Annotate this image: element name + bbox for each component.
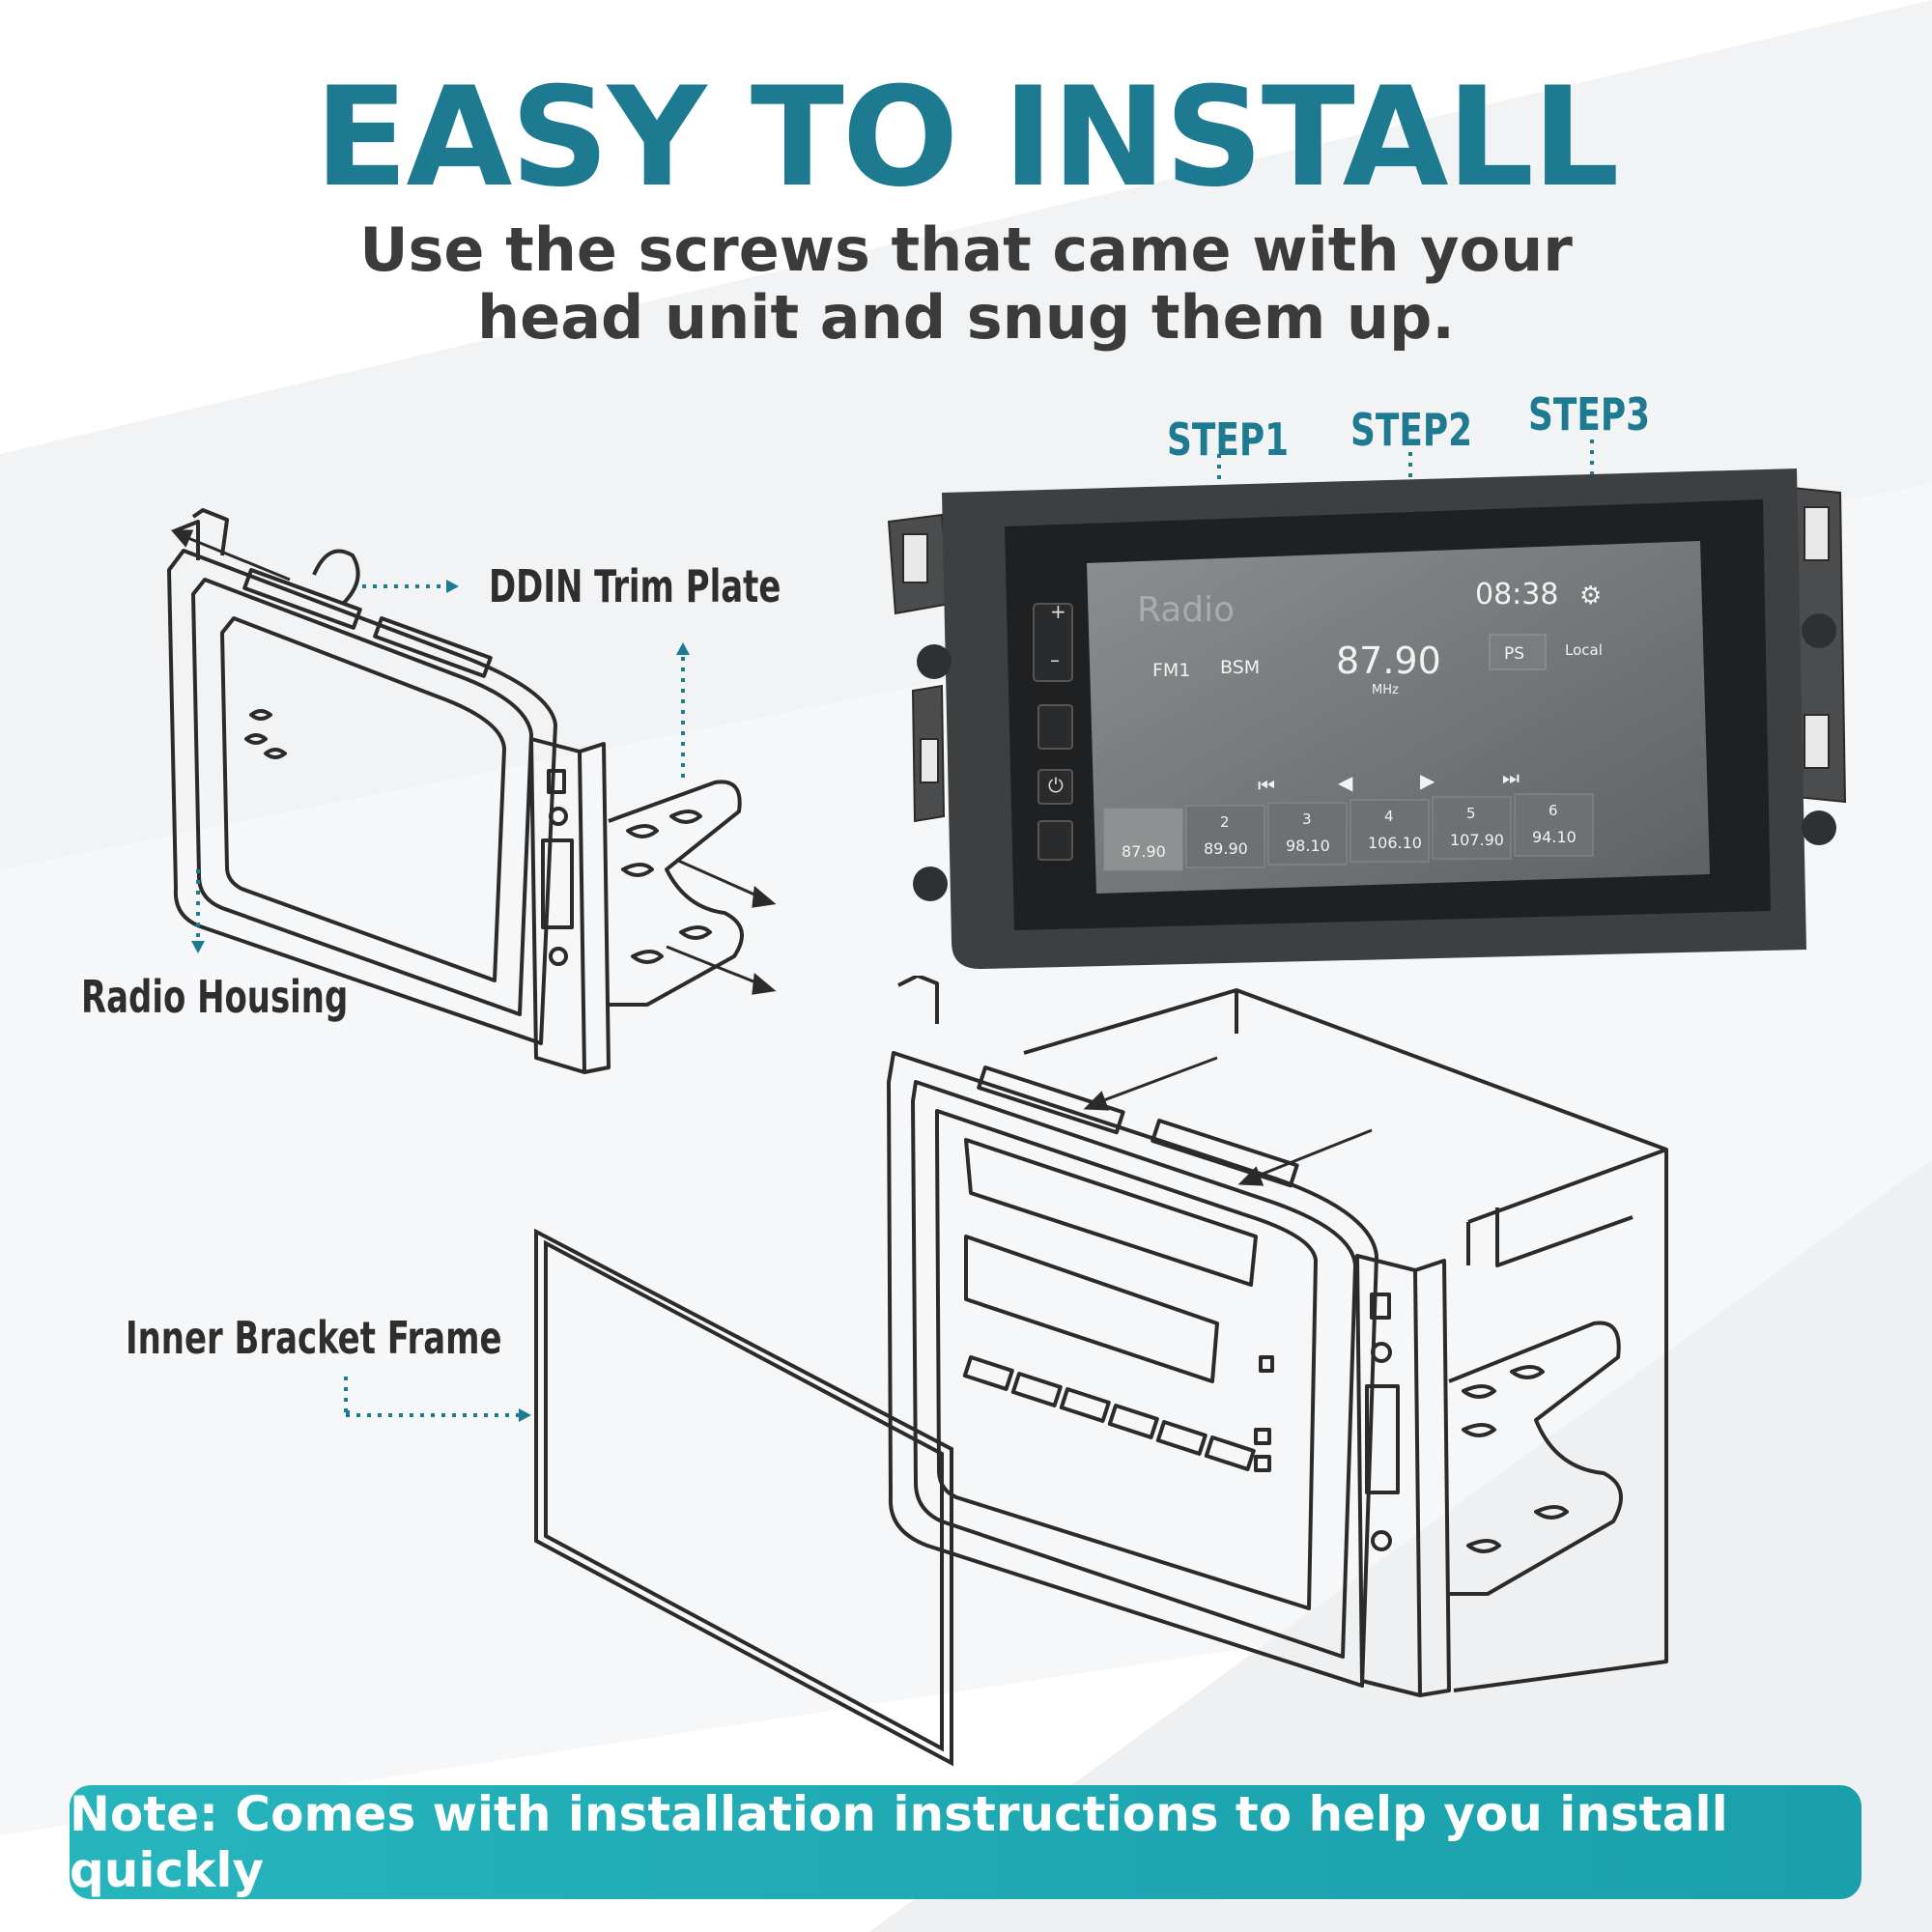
play-icon[interactable]: ▶ bbox=[1420, 769, 1435, 792]
preset-tile[interactable] bbox=[1432, 796, 1512, 860]
subtitle-line-2: head unit and snug them up. bbox=[477, 282, 1455, 353]
head-unit-photo: + – ⏻ Radio 08:38 ⚙ FM1 BSM 87.90 MHz PS… bbox=[887, 469, 1847, 969]
ps-button[interactable]: PS bbox=[1504, 644, 1524, 664]
band-label[interactable]: FM1 bbox=[1152, 660, 1190, 681]
preset-tile[interactable] bbox=[1267, 802, 1348, 866]
preset-tile[interactable] bbox=[1514, 793, 1594, 857]
svg-text:–: – bbox=[1050, 648, 1060, 671]
step-2-label: STEP2 bbox=[1350, 404, 1473, 456]
preset-frequency: 87.90 bbox=[1122, 842, 1166, 861]
subtitle-line-1: Use the screws that came with your bbox=[359, 214, 1573, 285]
local-button[interactable]: Local bbox=[1565, 641, 1603, 659]
preset-number: 6 bbox=[1548, 802, 1558, 819]
frequency-unit: MHz bbox=[1372, 683, 1399, 697]
assembly-drawing bbox=[887, 976, 1668, 1697]
label-ddin-trim-plate: DDIN Trim Plate bbox=[489, 560, 781, 612]
preset-frequency: 106.10 bbox=[1368, 834, 1422, 852]
svg-text:+: + bbox=[1050, 600, 1066, 623]
note-text: Note: Comes with installation instructio… bbox=[70, 1786, 1728, 1898]
bsm-label[interactable]: BSM bbox=[1220, 657, 1260, 678]
svg-text:⏻: ⏻ bbox=[1048, 774, 1064, 797]
frequency-display: 87.90 bbox=[1336, 639, 1441, 682]
preset-frequency: 89.90 bbox=[1204, 839, 1248, 858]
preset-number: 3 bbox=[1302, 810, 1312, 828]
preset-tile[interactable] bbox=[1185, 805, 1265, 868]
step-3-label: STEP3 bbox=[1528, 388, 1651, 440]
rewind-icon[interactable]: ◀ bbox=[1338, 771, 1353, 794]
preset-frequency: 98.10 bbox=[1286, 837, 1330, 855]
label-inner-bracket-frame: Inner Bracket Frame bbox=[126, 1312, 502, 1364]
preset-tile[interactable] bbox=[1103, 808, 1183, 871]
preset-number: 2 bbox=[1220, 813, 1230, 831]
screen-title: Radio bbox=[1137, 590, 1235, 630]
preset-number: 5 bbox=[1466, 805, 1476, 822]
label-radio-housing: Radio Housing bbox=[81, 971, 349, 1023]
preset-tile[interactable] bbox=[1350, 799, 1430, 863]
next-track-icon[interactable]: ⏭ bbox=[1502, 766, 1520, 789]
inner-bracket-frame-drawing bbox=[534, 1228, 953, 1767]
preset-frequency: 94.10 bbox=[1532, 828, 1577, 846]
trim-plate-drawing bbox=[167, 508, 777, 1074]
screen-clock: 08:38 bbox=[1475, 578, 1558, 611]
settings-icon[interactable]: ⚙ bbox=[1579, 582, 1602, 611]
page-title: EASY TO INSTALL bbox=[314, 58, 1619, 217]
prev-track-icon[interactable]: ⏮ bbox=[1258, 774, 1275, 797]
preset-frequency: 107.90 bbox=[1450, 831, 1504, 849]
note-banner: Note: Comes with installation instructio… bbox=[70, 1785, 1861, 1899]
step-1-label: STEP1 bbox=[1167, 413, 1290, 466]
preset-number: 4 bbox=[1384, 808, 1394, 825]
